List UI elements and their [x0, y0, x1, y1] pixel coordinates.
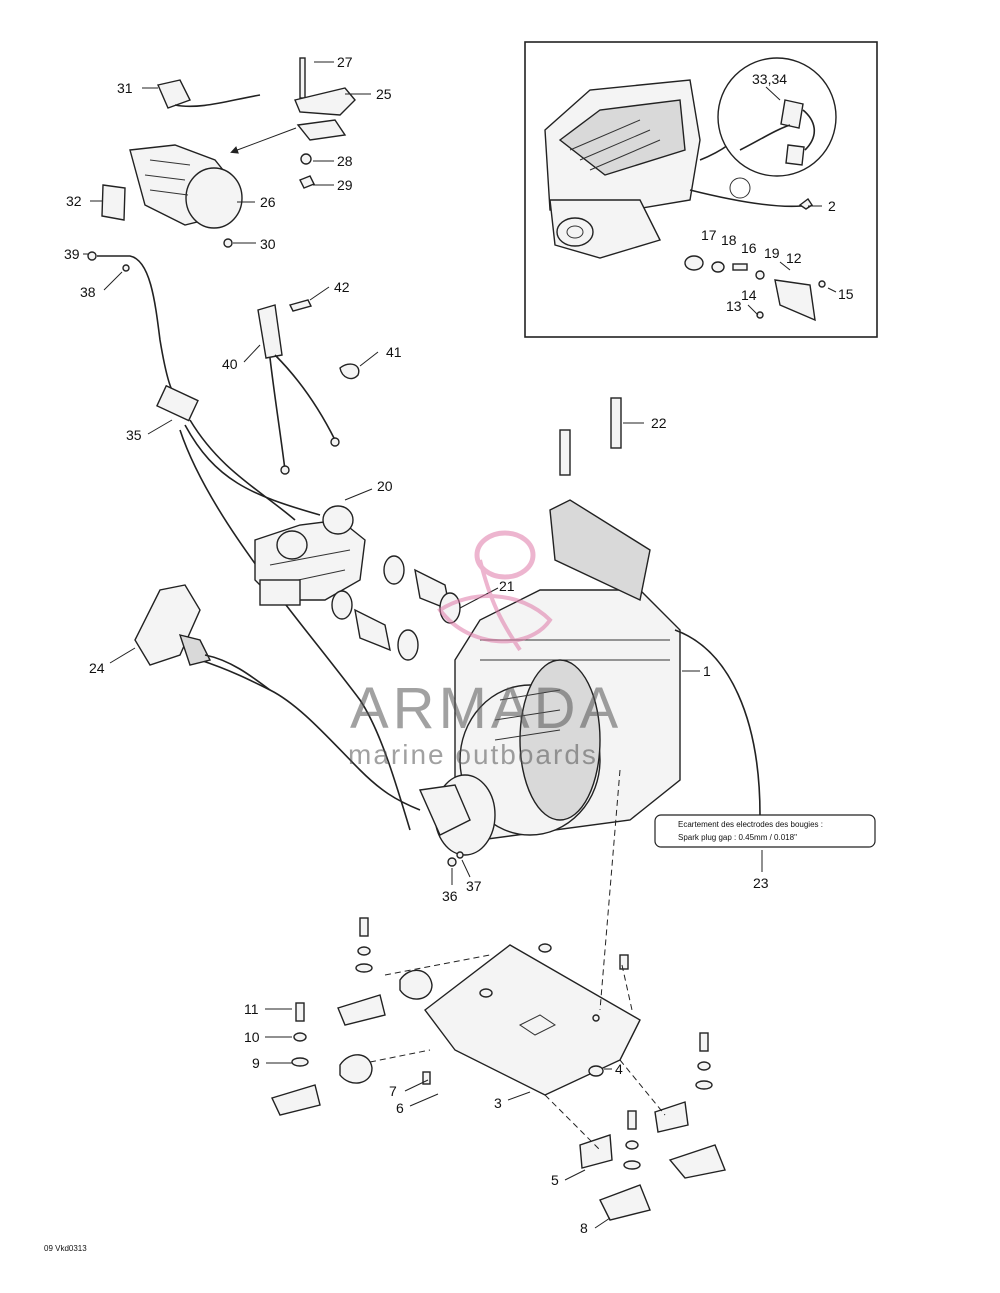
callout-41: 41: [386, 344, 402, 360]
base-plate-3: [424, 944, 641, 1096]
callout-14: 14: [741, 287, 757, 303]
callout-21: 21: [499, 578, 515, 594]
callout-29: 29: [337, 177, 353, 193]
figure-reference: 09 Vkd0313: [44, 1244, 87, 1253]
callout-22: 22: [651, 415, 667, 431]
callout-37: 37: [466, 878, 482, 894]
callout-36: 36: [442, 888, 458, 904]
spark-plug-wire-23: [674, 629, 761, 816]
callout-19: 19: [764, 245, 780, 261]
connector-detail: [739, 99, 815, 166]
watermark-brand: ARMADA: [350, 676, 622, 741]
callout-11: 11: [244, 1001, 259, 1017]
spark-plugs-22: [559, 397, 622, 476]
air-silencer: [129, 144, 243, 229]
recoil-starter: [418, 774, 496, 856]
spec-note-box: [654, 814, 876, 848]
connector-31: [157, 79, 261, 109]
plate-32: [101, 184, 126, 221]
callout-38: 38: [80, 284, 96, 300]
inset-engine: [544, 79, 811, 259]
callout-10: 10: [244, 1029, 260, 1045]
nut-39: [87, 251, 97, 261]
callout-30: 30: [260, 236, 276, 252]
callout-31: 31: [117, 80, 133, 96]
engine-1: [454, 499, 681, 841]
callout-24: 24: [89, 660, 105, 676]
callout-42: 42: [334, 279, 350, 295]
callout-2: 2: [828, 198, 836, 214]
callout-6: 6: [396, 1100, 404, 1116]
callout-18: 18: [721, 232, 737, 248]
dashed-guides: [369, 769, 666, 1151]
callout-13: 13: [726, 298, 742, 314]
callout-20: 20: [377, 478, 393, 494]
front-mounts: [579, 1101, 726, 1221]
callout-27: 27: [337, 54, 353, 70]
carburetor-20: [254, 505, 366, 606]
choke-lever: [294, 57, 356, 189]
leader-lines: [83, 61, 837, 1229]
callout-23: 23: [753, 875, 769, 891]
inset-frame: [524, 41, 878, 338]
callout-3: 3: [494, 1095, 502, 1111]
callout-8: 8: [580, 1220, 588, 1236]
callout-9: 9: [252, 1055, 260, 1071]
callout-28: 28: [337, 153, 353, 169]
callout-15: 15: [838, 286, 854, 302]
callout-5: 5: [551, 1172, 559, 1188]
callout-39: 39: [64, 246, 80, 262]
callout-7: 7: [389, 1083, 397, 1099]
callout-17: 17: [701, 227, 717, 243]
screw-30: [223, 238, 233, 248]
callout-labels: 1 2 3 4 5 6 7 8 9 10 11 12 13 14 15 16 1…: [64, 54, 854, 1236]
callout-26: 26: [260, 194, 276, 210]
callout-35: 35: [126, 427, 142, 443]
nut-37: [456, 851, 464, 859]
primer-assembly: [257, 299, 360, 475]
cable-harness: [97, 255, 421, 831]
callout-32: 32: [66, 193, 82, 209]
clip-38: [122, 264, 130, 272]
rubber-mounts: [271, 969, 433, 1116]
spec-note-line2: Spark plug gap : 0.45mm / 0.018": [678, 833, 797, 842]
callout-25: 25: [376, 86, 392, 102]
fasteners: [291, 917, 713, 1170]
washer-36: [447, 857, 457, 867]
watermark-logo: [437, 530, 553, 652]
callout-33-34: 33,34: [752, 71, 787, 87]
handle-24: [134, 584, 271, 691]
callout-4: 4: [615, 1061, 623, 1077]
callout-12: 12: [786, 250, 802, 266]
spec-note-line1: Ecartement des electrodes des bougies :: [678, 820, 823, 829]
watermark-tagline: marine outboards: [348, 739, 598, 770]
callout-16: 16: [741, 240, 757, 256]
callout-40: 40: [222, 356, 238, 372]
callout-1: 1: [703, 663, 711, 679]
